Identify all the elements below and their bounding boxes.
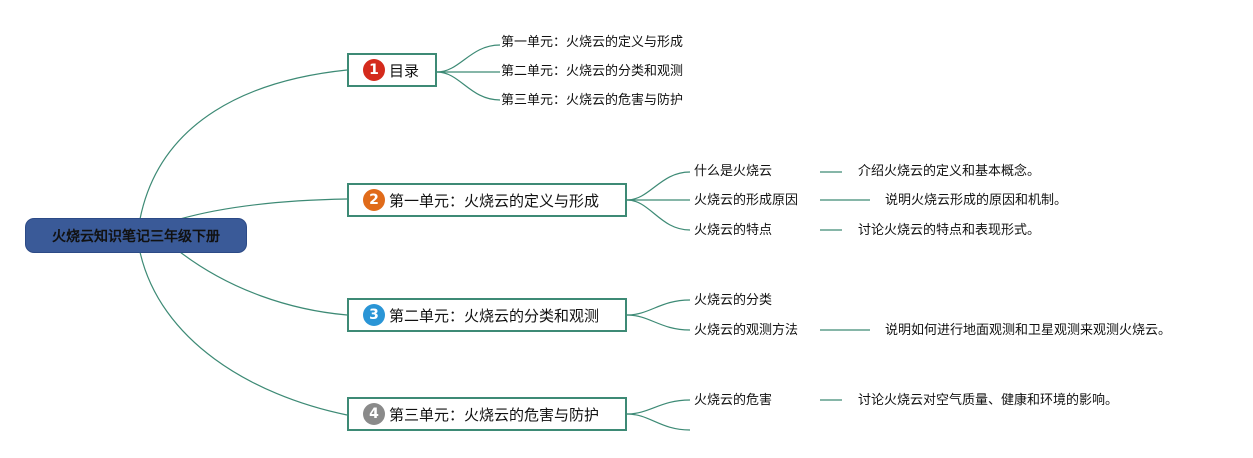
connector-root-branch-2 bbox=[179, 198, 348, 220]
branch-4-child-1[interactable]: 火烧云的危害 bbox=[694, 393, 773, 408]
connector-b1-c3 bbox=[436, 71, 501, 101]
branch-2-number-badge: 2 bbox=[363, 189, 385, 211]
branch-2-label: 第一单元：火烧云的定义与形成 bbox=[389, 191, 600, 210]
branch-3-child-1[interactable]: 火烧云的分类 bbox=[694, 293, 773, 308]
connector-b4-c1 bbox=[626, 399, 691, 415]
branch-1-child-2[interactable]: 第二单元：火烧云的分类和观测 bbox=[501, 64, 684, 79]
branch-1-child-1[interactable]: 第一单元：火烧云的定义与形成 bbox=[501, 35, 684, 50]
branch-3-node[interactable]: 3 第二单元：火烧云的分类和观测 bbox=[347, 298, 627, 332]
branch-4-number-badge: 4 bbox=[363, 403, 385, 425]
branch-1-label: 目录 bbox=[389, 61, 420, 80]
connector-b2-c3 bbox=[626, 199, 691, 231]
connector-b2-c1 bbox=[626, 171, 691, 201]
branch-2-child-2[interactable]: 火烧云的形成原因 bbox=[694, 193, 799, 208]
branch-2-child-3-note[interactable]: 讨论火烧云的特点和表现形式。 bbox=[858, 223, 1041, 238]
branch-3-child-2-note[interactable]: 说明如何进行地面观测和卫星观测来观测火烧云。 bbox=[885, 323, 1172, 338]
branch-4-label: 第三单元：火烧云的危害与防护 bbox=[389, 405, 600, 424]
connector-root-branch-1 bbox=[139, 69, 348, 220]
branch-1-child-3[interactable]: 第三单元：火烧云的危害与防护 bbox=[501, 93, 684, 108]
connector-root-branch-3 bbox=[179, 251, 348, 316]
branch-3-number-badge: 3 bbox=[363, 304, 385, 326]
branch-1-number-badge: 1 bbox=[363, 59, 385, 81]
root-node[interactable]: 火烧云知识笔记三年级下册 bbox=[26, 219, 246, 252]
connector-root-branch-4 bbox=[139, 251, 348, 416]
connector-b3-c1 bbox=[626, 299, 691, 316]
branch-2-child-3[interactable]: 火烧云的特点 bbox=[694, 223, 773, 238]
branch-4-child-1-note[interactable]: 讨论火烧云对空气质量、健康和环境的影响。 bbox=[858, 393, 1119, 408]
branch-2-node[interactable]: 2 第一单元：火烧云的定义与形成 bbox=[347, 183, 627, 217]
branch-2-child-1-note[interactable]: 介绍火烧云的定义和基本概念。 bbox=[858, 164, 1041, 179]
branch-1-node[interactable]: 1 目录 bbox=[347, 53, 437, 87]
connector-b4-c2 bbox=[626, 413, 691, 431]
branch-4-node[interactable]: 4 第三单元：火烧云的危害与防护 bbox=[347, 397, 627, 431]
branch-3-label: 第二单元：火烧云的分类和观测 bbox=[389, 306, 600, 325]
root-label: 火烧云知识笔记三年级下册 bbox=[52, 228, 220, 245]
branch-2-child-2-note[interactable]: 说明火烧云形成的原因和机制。 bbox=[885, 193, 1068, 208]
branch-3-child-2[interactable]: 火烧云的观测方法 bbox=[694, 323, 799, 338]
connector-b3-c2 bbox=[626, 314, 691, 331]
branch-2-child-1[interactable]: 什么是火烧云 bbox=[694, 164, 773, 179]
connector-b1-c1 bbox=[436, 44, 501, 73]
